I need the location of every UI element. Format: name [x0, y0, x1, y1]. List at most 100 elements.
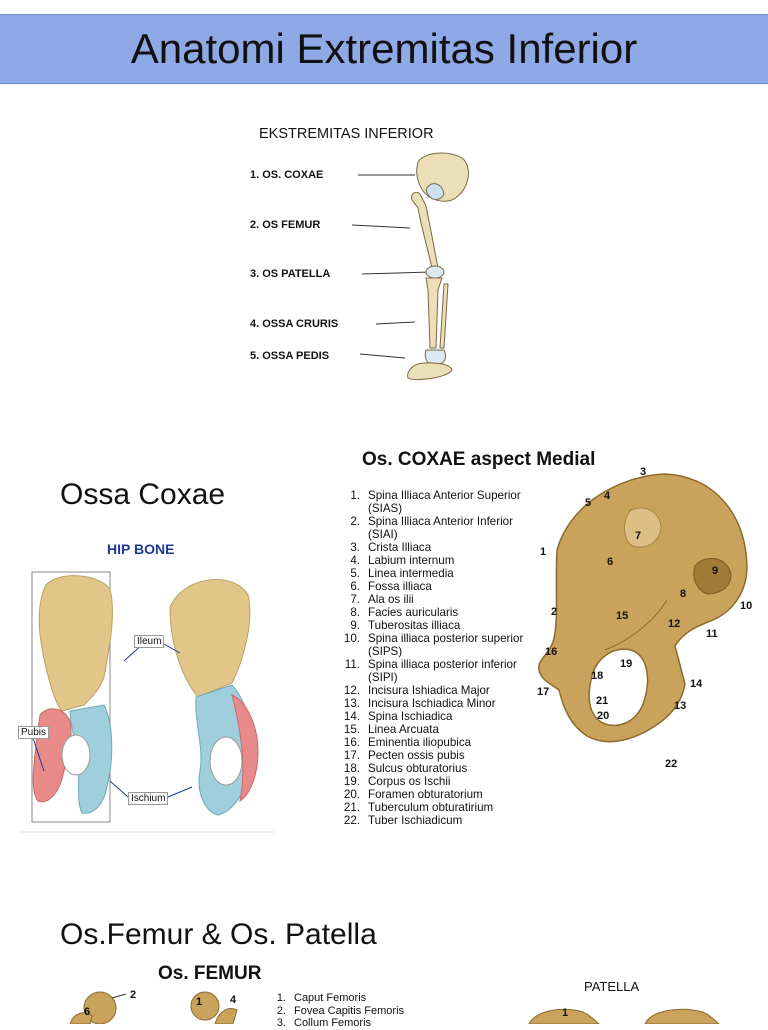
- coxae-legend-item-number: 8.: [350, 606, 360, 619]
- coxae-legend-item-text: Spina Ischiadica: [368, 710, 453, 723]
- coxae-medial-title: Os. COXAE aspect Medial: [362, 449, 596, 470]
- coxae-legend-item-text: Spina illiaca posterior superior (SIPS): [368, 632, 524, 658]
- coxae-marker-11: 11: [706, 628, 718, 640]
- coxae-legend-item-number: 22.: [343, 814, 360, 827]
- femur-number-2: 2: [130, 989, 137, 1001]
- hip-bone-illustration: [18, 571, 274, 833]
- coxae-marker-7: 7: [635, 530, 642, 542]
- coxae-marker-3: 3: [640, 466, 647, 478]
- femur-number-4: 4: [230, 994, 237, 1006]
- coxae-legend-item: 4. Labium internum: [332, 554, 532, 567]
- coxae-legend-item: 5.Linea intermedia: [332, 567, 532, 580]
- coxae-medial-illustration: [538, 473, 748, 743]
- coxae-marker-20: 20: [597, 710, 610, 722]
- coxae-legend-item: 12.Incisura Ishiadica Major: [332, 684, 532, 697]
- coxae-marker-19: 19: [620, 658, 633, 670]
- coxae-legend-item-number: 15.: [343, 723, 360, 736]
- coxae-legend-item: 19. Corpus os Ischii: [332, 775, 532, 788]
- femur-title: Os. FEMUR: [158, 963, 262, 984]
- femur-legend-item-text: Caput Femoris: [294, 992, 367, 1004]
- coxae-legend-item-number: 18.: [343, 762, 360, 775]
- coxae-marker-9: 9: [712, 565, 719, 577]
- coxae-legend-item-text: Eminentia iliopubica: [368, 736, 472, 749]
- coxae-legend-item: 21.Tuberculum obturatirium: [332, 801, 532, 814]
- coxae-legend-item-text: Fossa illiaca: [368, 580, 432, 593]
- coxae-legend-item-text: Spina Illiaca Anterior Inferior (SIAI): [368, 515, 513, 541]
- coxae-legend-item-text: Tuber Ischiadicum: [368, 814, 463, 827]
- coxae-legend-item: 3. Crista Illiaca: [332, 541, 532, 554]
- coxae-marker-12: 12: [668, 618, 681, 630]
- coxae-legend-item: 17.Pecten ossis pubis: [332, 749, 532, 762]
- coxae-marker-4: 4: [604, 490, 611, 502]
- coxae-legend-item: 7. Ala os ilii: [332, 593, 532, 606]
- coxae-legend-item-number: 14.: [343, 710, 360, 723]
- slide-title-bar: Anatomi Extremitas Inferior: [0, 14, 768, 84]
- femur-legend-item-text: Collum Femoris: [294, 1017, 372, 1029]
- coxae-legend-item-text: Crista Illiaca: [368, 541, 432, 554]
- hip-bone-title: HIP BONE: [107, 541, 175, 557]
- femur-proximal-illustration-2: [190, 991, 238, 1024]
- hip-label-pubis: Pubis: [18, 726, 50, 739]
- coxae-legend-item-text: Ala os ilii: [368, 593, 414, 606]
- figure1-label-femur: 2. OS FEMUR: [250, 219, 321, 231]
- coxae-legend-item-text: Incisura Ishiadica Major: [368, 684, 490, 697]
- coxae-legend-item-text: Labium internum: [368, 554, 455, 567]
- section-heading-femur-patella: Os.Femur & Os. Patella: [60, 918, 377, 951]
- coxae-marker-8: 8: [680, 588, 687, 600]
- coxae-legend-item-number: 10.: [343, 632, 360, 645]
- coxae-legend-item-number: 7.: [350, 593, 360, 606]
- femur-legend-item-number: 1.: [276, 992, 286, 1004]
- coxae-marker-22: 22: [665, 758, 678, 770]
- coxae-marker-17: 17: [537, 686, 550, 698]
- coxae-marker-16: 16: [545, 646, 558, 658]
- coxae-marker-15: 15: [616, 610, 629, 622]
- coxae-marker-2: 2: [551, 606, 558, 618]
- figure1-label-patella: 3. OS PATELLA: [250, 268, 331, 280]
- coxae-legend-item-text: Linea Arcuata: [368, 723, 439, 736]
- coxae-legend-item: 1. Spina Illiaca Anterior Superior (SIAS): [332, 489, 532, 515]
- coxae-legend-item-text: Sulcus obturatorius: [368, 762, 468, 775]
- femur-proximal-illustration-1: [69, 991, 127, 1024]
- coxae-legend-item: 14. Spina Ischiadica: [332, 710, 532, 723]
- coxae-legend-item-number: 19.: [343, 775, 360, 788]
- femur-number-1: 1: [196, 996, 203, 1008]
- figure1-label-pedis: 5. OSSA PEDIS: [250, 350, 330, 362]
- coxae-legend-item-number: 4.: [350, 554, 360, 567]
- slide-title: Anatomi Extremitas Inferior: [130, 25, 638, 72]
- coxae-legend-item: 18. Sulcus obturatorius: [332, 762, 532, 775]
- femur-legend-item: 1. Caput Femoris: [258, 992, 498, 1005]
- coxae-marker-18: 18: [591, 670, 604, 682]
- coxae-marker-1: 1: [540, 546, 547, 558]
- coxae-legend-item-number: 20.: [343, 788, 360, 801]
- coxae-legend-item: 8.Facies auricularis: [332, 606, 532, 619]
- coxae-marker-10: 10: [740, 600, 753, 612]
- coxae-legend-item-text: Corpus os Ischii: [368, 775, 451, 788]
- femur-legend-item: 2.Fovea Capitis Femoris: [258, 1005, 498, 1018]
- coxae-legend-item-number: 16.: [343, 736, 360, 749]
- coxae-legend-item: 9. Tuberositas illiaca: [332, 619, 532, 632]
- coxae-legend-item-number: 1.: [350, 489, 360, 502]
- patella-number-1: 1: [562, 1007, 569, 1019]
- coxae-legend-item: 11.Spina illiaca posterior inferior (SIP…: [332, 658, 532, 684]
- coxae-legend-item-text: Incisura Ischiadica Minor: [368, 697, 496, 710]
- hip-label-ileum: Ileum: [134, 635, 165, 648]
- coxae-legend-item-number: 3.: [350, 541, 360, 554]
- coxae-legend-item-text: Spina Illiaca Anterior Superior (SIAS): [368, 489, 521, 515]
- coxae-legend-item: 6. Fossa illiaca: [332, 580, 532, 593]
- coxae-legend-item-number: 6.: [350, 580, 360, 593]
- coxae-legend-item: 13. Incisura Ischiadica Minor: [332, 697, 532, 710]
- coxae-legend-item-text: Pecten ossis pubis: [368, 749, 465, 762]
- coxae-legend-item-text: Tuberositas illiaca: [368, 619, 461, 632]
- figure1-label-cruris: 4. OSSA CRURIS: [250, 318, 339, 330]
- coxae-marker-6: 6: [607, 556, 614, 568]
- coxae-legend-item-text: Spina illiaca posterior inferior (SIPI): [368, 658, 517, 684]
- coxae-legend-item-number: 9.: [350, 619, 360, 632]
- femur-legend-item-text: Fovea Capitis Femoris: [294, 1004, 405, 1017]
- coxae-marker-5: 5: [585, 497, 592, 509]
- hip-label-ischium: Ischium: [128, 792, 169, 805]
- coxae-legend-item: 16. Eminentia iliopubica: [332, 736, 532, 749]
- coxae-legend-item-text: Tuberculum obturatirium: [368, 801, 494, 814]
- coxae-legend-item-number: 13.: [343, 697, 360, 710]
- coxae-legend-item: 20.Foramen obturatorium: [332, 788, 532, 801]
- section-heading-ossa-coxae: Ossa Coxae: [60, 478, 226, 511]
